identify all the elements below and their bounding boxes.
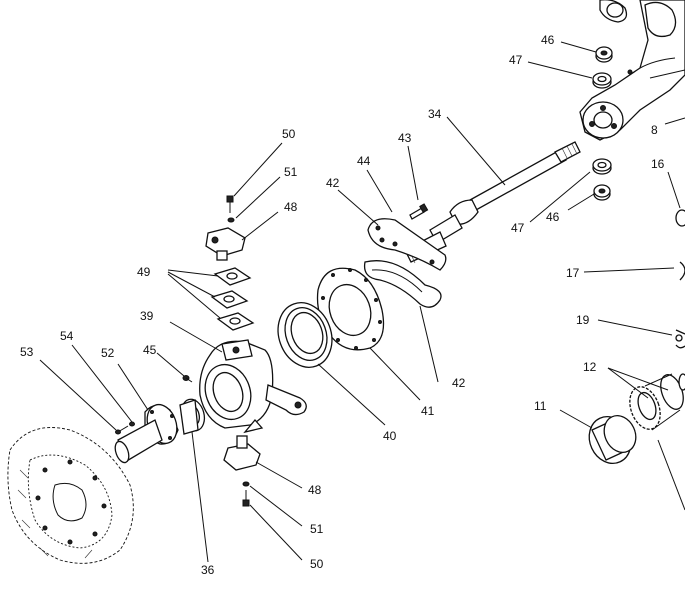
label-42-upper: 42	[326, 176, 340, 190]
label-44: 44	[357, 154, 371, 168]
bolt-43	[409, 203, 429, 220]
label-43: 43	[398, 131, 412, 145]
label-53: 53	[20, 345, 34, 359]
washer-46-lower	[593, 184, 611, 201]
bolt-53	[115, 425, 129, 435]
seal-half-42	[363, 260, 442, 308]
part-17	[679, 261, 685, 281]
label-49: 49	[137, 265, 151, 279]
label-39: 39	[140, 309, 154, 323]
label-47-upper: 47	[509, 53, 523, 67]
label-48-lower: 48	[308, 483, 322, 497]
label-46-upper: 46	[541, 33, 555, 47]
label-48-upper: 48	[284, 200, 298, 214]
kingpin-cap-48-upper	[205, 195, 246, 261]
label-8: 8	[651, 123, 658, 137]
label-41: 41	[421, 404, 435, 418]
shims-49	[210, 267, 255, 331]
part-labels: 46 47 34 8 43 44 42 47 46 16 50 51 48 49…	[20, 33, 665, 577]
washer-47-lower	[592, 158, 612, 175]
spindle-52	[114, 403, 179, 464]
label-19: 19	[576, 313, 590, 327]
washer-47-upper	[592, 72, 612, 89]
seal-plate-44	[367, 218, 447, 271]
label-54: 54	[60, 329, 74, 343]
bolt-45	[182, 375, 193, 383]
label-16: 16	[651, 157, 665, 171]
label-40: 40	[383, 429, 397, 443]
label-50-upper: 50	[282, 127, 296, 141]
dust-shield-41	[316, 267, 385, 351]
part-12-edge	[678, 373, 685, 391]
label-17: 17	[566, 266, 580, 280]
label-36: 36	[201, 563, 215, 577]
label-51-lower: 51	[310, 522, 324, 536]
label-12: 12	[583, 360, 597, 374]
label-46-lower: 46	[546, 210, 560, 224]
steering-knuckle-39	[199, 339, 307, 434]
bearing-11	[588, 415, 637, 464]
leader-lines	[39, 41, 685, 563]
label-52: 52	[101, 346, 115, 360]
washer-46-upper	[595, 46, 613, 63]
part-16	[675, 209, 685, 227]
oil-seal-40	[277, 302, 333, 368]
kingpin-cap-48-lower	[223, 435, 261, 507]
gear-12	[629, 373, 684, 431]
label-50-lower: 50	[310, 557, 324, 571]
label-34: 34	[428, 107, 442, 121]
label-11: 11	[534, 399, 547, 413]
brake-hub	[7, 427, 134, 564]
washer-54	[129, 421, 135, 427]
label-42-lower: 42	[452, 376, 466, 390]
axle-housing	[579, 0, 685, 141]
label-45: 45	[143, 343, 157, 357]
label-47-lower: 47	[511, 221, 525, 235]
bushing-36	[179, 398, 206, 435]
label-51-upper: 51	[284, 165, 298, 179]
part-19	[675, 329, 685, 349]
